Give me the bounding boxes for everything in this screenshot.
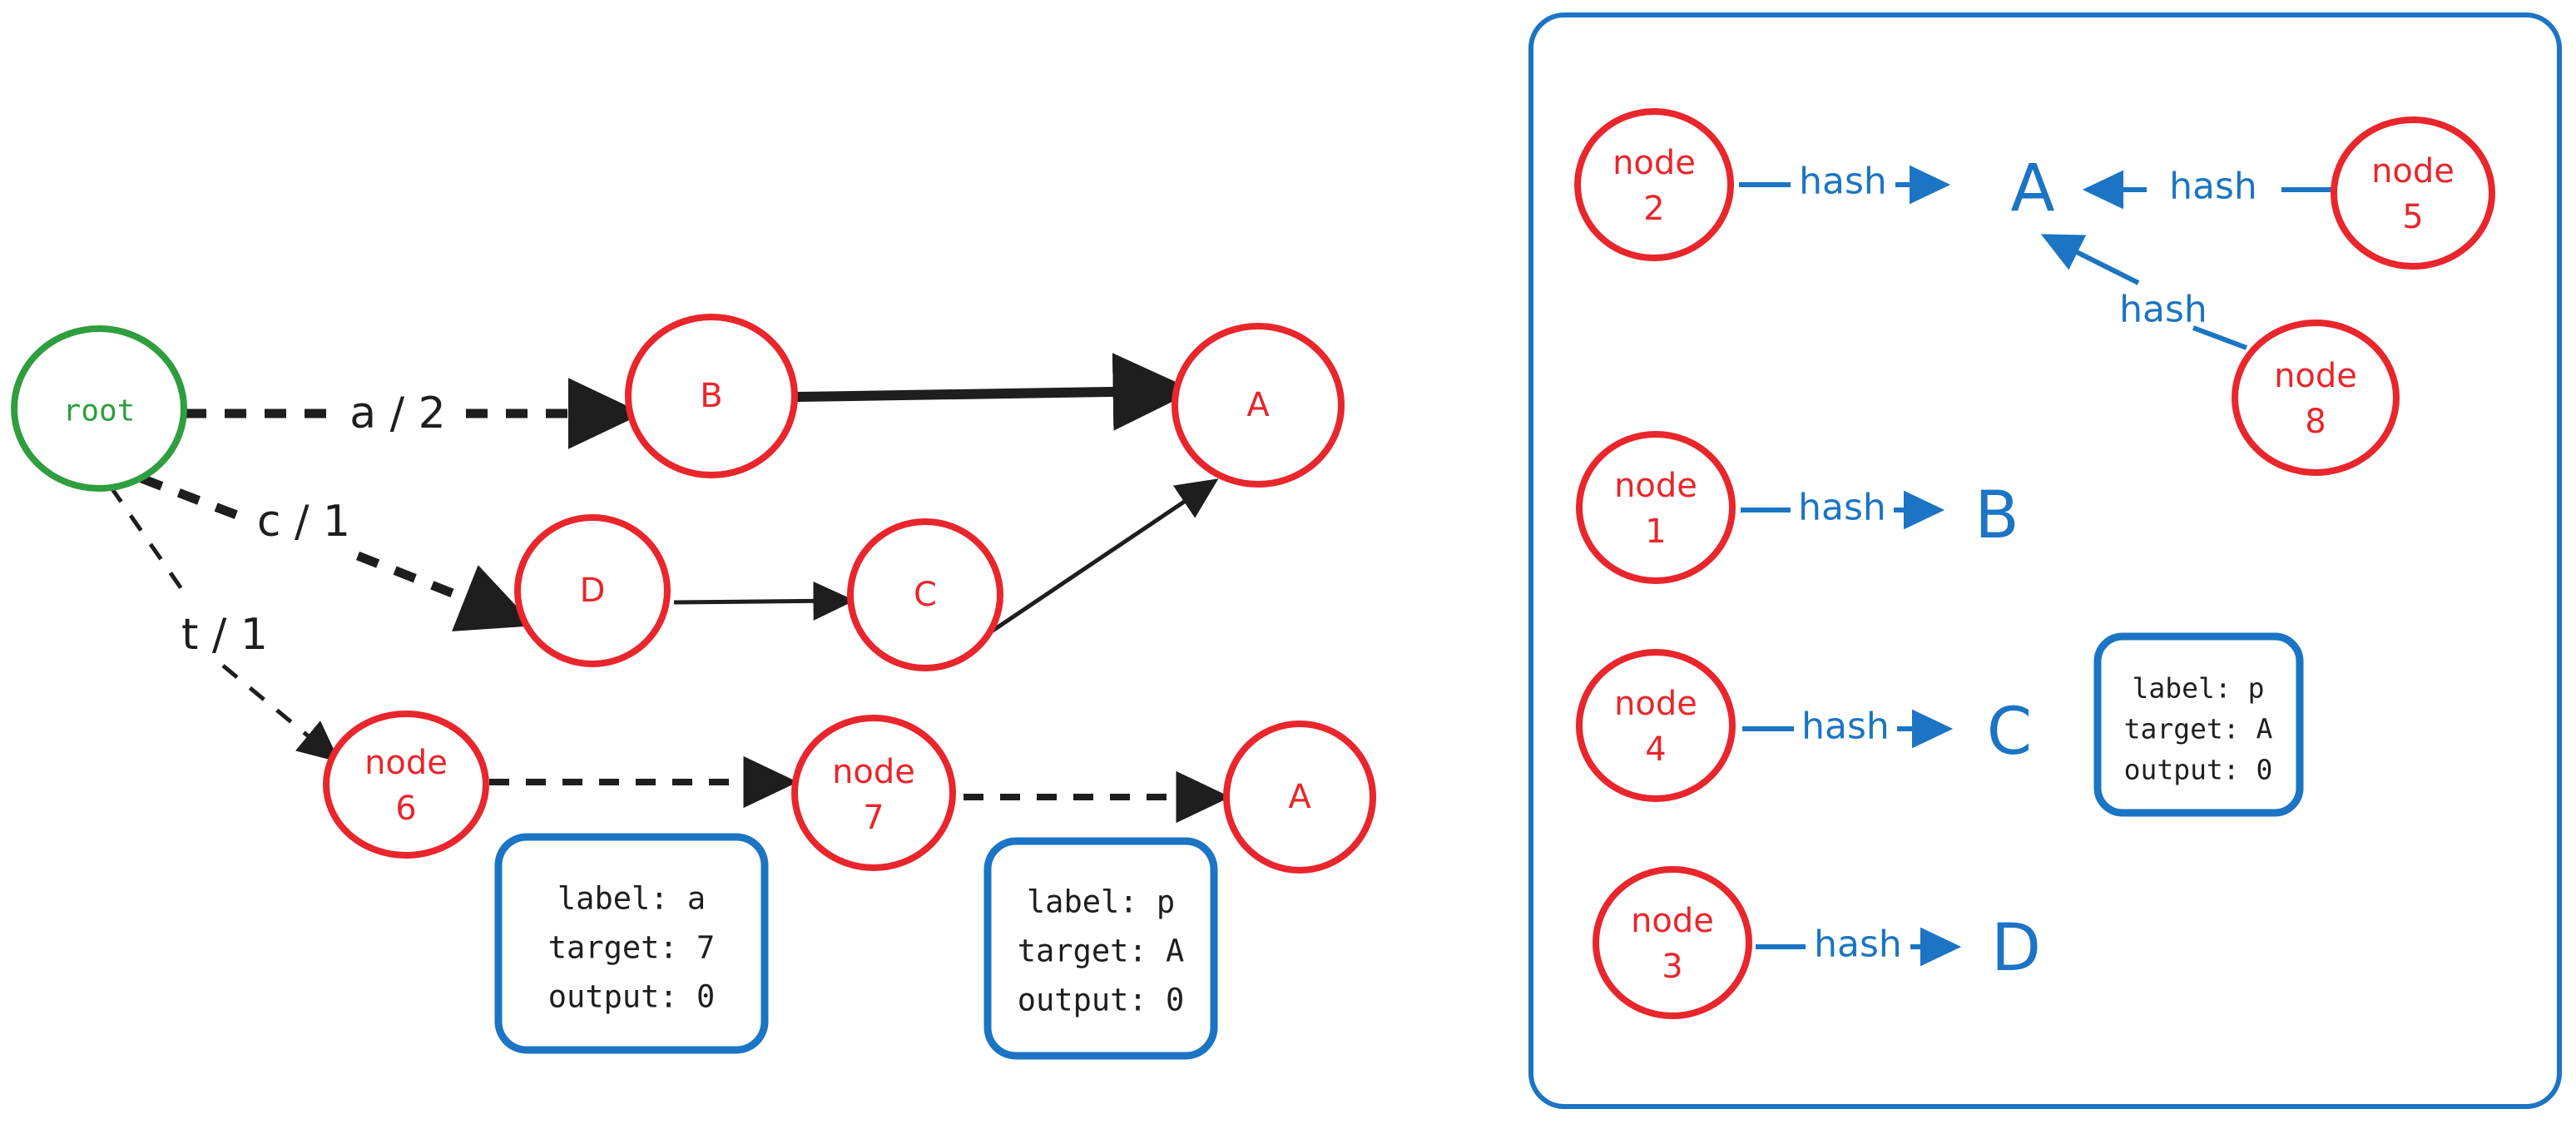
panel-node-3[interactable] [1593, 866, 1752, 1019]
edge-D-C [673, 581, 855, 621]
left-info-boxes [494, 833, 1218, 1060]
edge-label-c1: c / 1 [257, 497, 350, 547]
hash-label-n3: hash [1814, 923, 1902, 966]
panel-node-3-line2: 3 [1662, 948, 1682, 986]
panel-node-1-line1: node [1614, 467, 1697, 505]
target-letter-A: A [2010, 151, 2054, 226]
panel-node-5[interactable] [2331, 116, 2495, 270]
node-A-top-label: A [1246, 386, 1270, 424]
panel-node-2-line1: node [1612, 144, 1696, 182]
node-A-bottom-label: A [1288, 778, 1311, 816]
node-B[interactable] [625, 314, 798, 478]
info-box-a [494, 833, 769, 1054]
hash-label-n8: hash [2119, 289, 2207, 331]
node-D[interactable] [514, 514, 671, 667]
edge-B-A [796, 353, 1195, 431]
hash-label-n1: hash [1798, 487, 1886, 529]
panel-node-1-line2: 1 [1645, 512, 1666, 551]
edge-label-t1: t / 1 [181, 610, 268, 660]
edge-root-D [140, 473, 535, 631]
node-7[interactable] [791, 715, 956, 871]
node-A-bottom[interactable] [1223, 720, 1376, 874]
info-box-p-line1: label: p [1027, 884, 1175, 920]
panel-node-4-line1: node [1614, 685, 1697, 723]
info-box-a-line3: output: 0 [548, 979, 715, 1015]
hash-label-n5: hash [2169, 166, 2257, 208]
node-7-label-line2: 7 [863, 799, 884, 837]
panel-node-8-line1: node [2274, 357, 2357, 395]
info-box-a-line1: label: a [557, 881, 706, 917]
edge-root-node6 [108, 485, 340, 763]
edge-label-a2: a / 2 [349, 389, 446, 438]
node-A-top[interactable] [1172, 323, 1345, 488]
panel-info-box-line1: label: p [2133, 672, 2265, 705]
node-B-label: B [700, 377, 722, 415]
panel-node-8-line2: 8 [2305, 403, 2326, 441]
info-box-a-line2: target: 7 [548, 930, 715, 966]
target-letter-B: B [1974, 478, 2019, 553]
hash-edge-n8-A [2040, 234, 2248, 350]
panel-node-3-line1: node [1631, 902, 1714, 940]
right-panel-frame [1528, 12, 2562, 1109]
edge-C-A [988, 478, 1219, 635]
left-nodes [11, 314, 1376, 874]
panel-info-box-line3: output: 0 [2124, 754, 2273, 786]
info-box-p-line2: target: A [1018, 933, 1184, 969]
target-letter-C: C [1987, 695, 2032, 770]
node-6[interactable] [323, 711, 489, 859]
panel-info-box-line2: target: A [2124, 713, 2273, 745]
hash-label-n4: hash [1801, 706, 1890, 748]
info-box-p-line3: output: 0 [1018, 983, 1184, 1018]
node-root[interactable] [11, 325, 187, 492]
panel-node-2[interactable] [1574, 108, 1734, 261]
node-C[interactable] [847, 518, 1003, 671]
panel-node-1[interactable] [1576, 431, 1736, 584]
node-D-label: D [580, 572, 606, 610]
node-7-label-line1: node [832, 753, 915, 791]
panel-node-4[interactable] [1576, 649, 1736, 802]
panel-node-8[interactable] [2232, 319, 2400, 476]
right-panel-nodes [1574, 108, 2495, 1019]
info-box-p [983, 837, 1218, 1060]
panel-node-4-line2: 4 [1645, 730, 1666, 769]
panel-node-5-line1: node [2371, 152, 2455, 191]
panel-node-2-line2: 2 [1643, 190, 1664, 228]
panel-node-5-line2: 5 [2402, 198, 2423, 236]
node-root-label: root [63, 394, 136, 428]
node-6-label-line2: 6 [395, 790, 416, 828]
node-C-label: C [914, 576, 937, 614]
hash-label-n2: hash [1799, 161, 1887, 203]
panel-info-box-p [2093, 632, 2304, 817]
node-6-label-line1: node [364, 744, 448, 782]
target-letter-D: D [1991, 911, 2041, 986]
